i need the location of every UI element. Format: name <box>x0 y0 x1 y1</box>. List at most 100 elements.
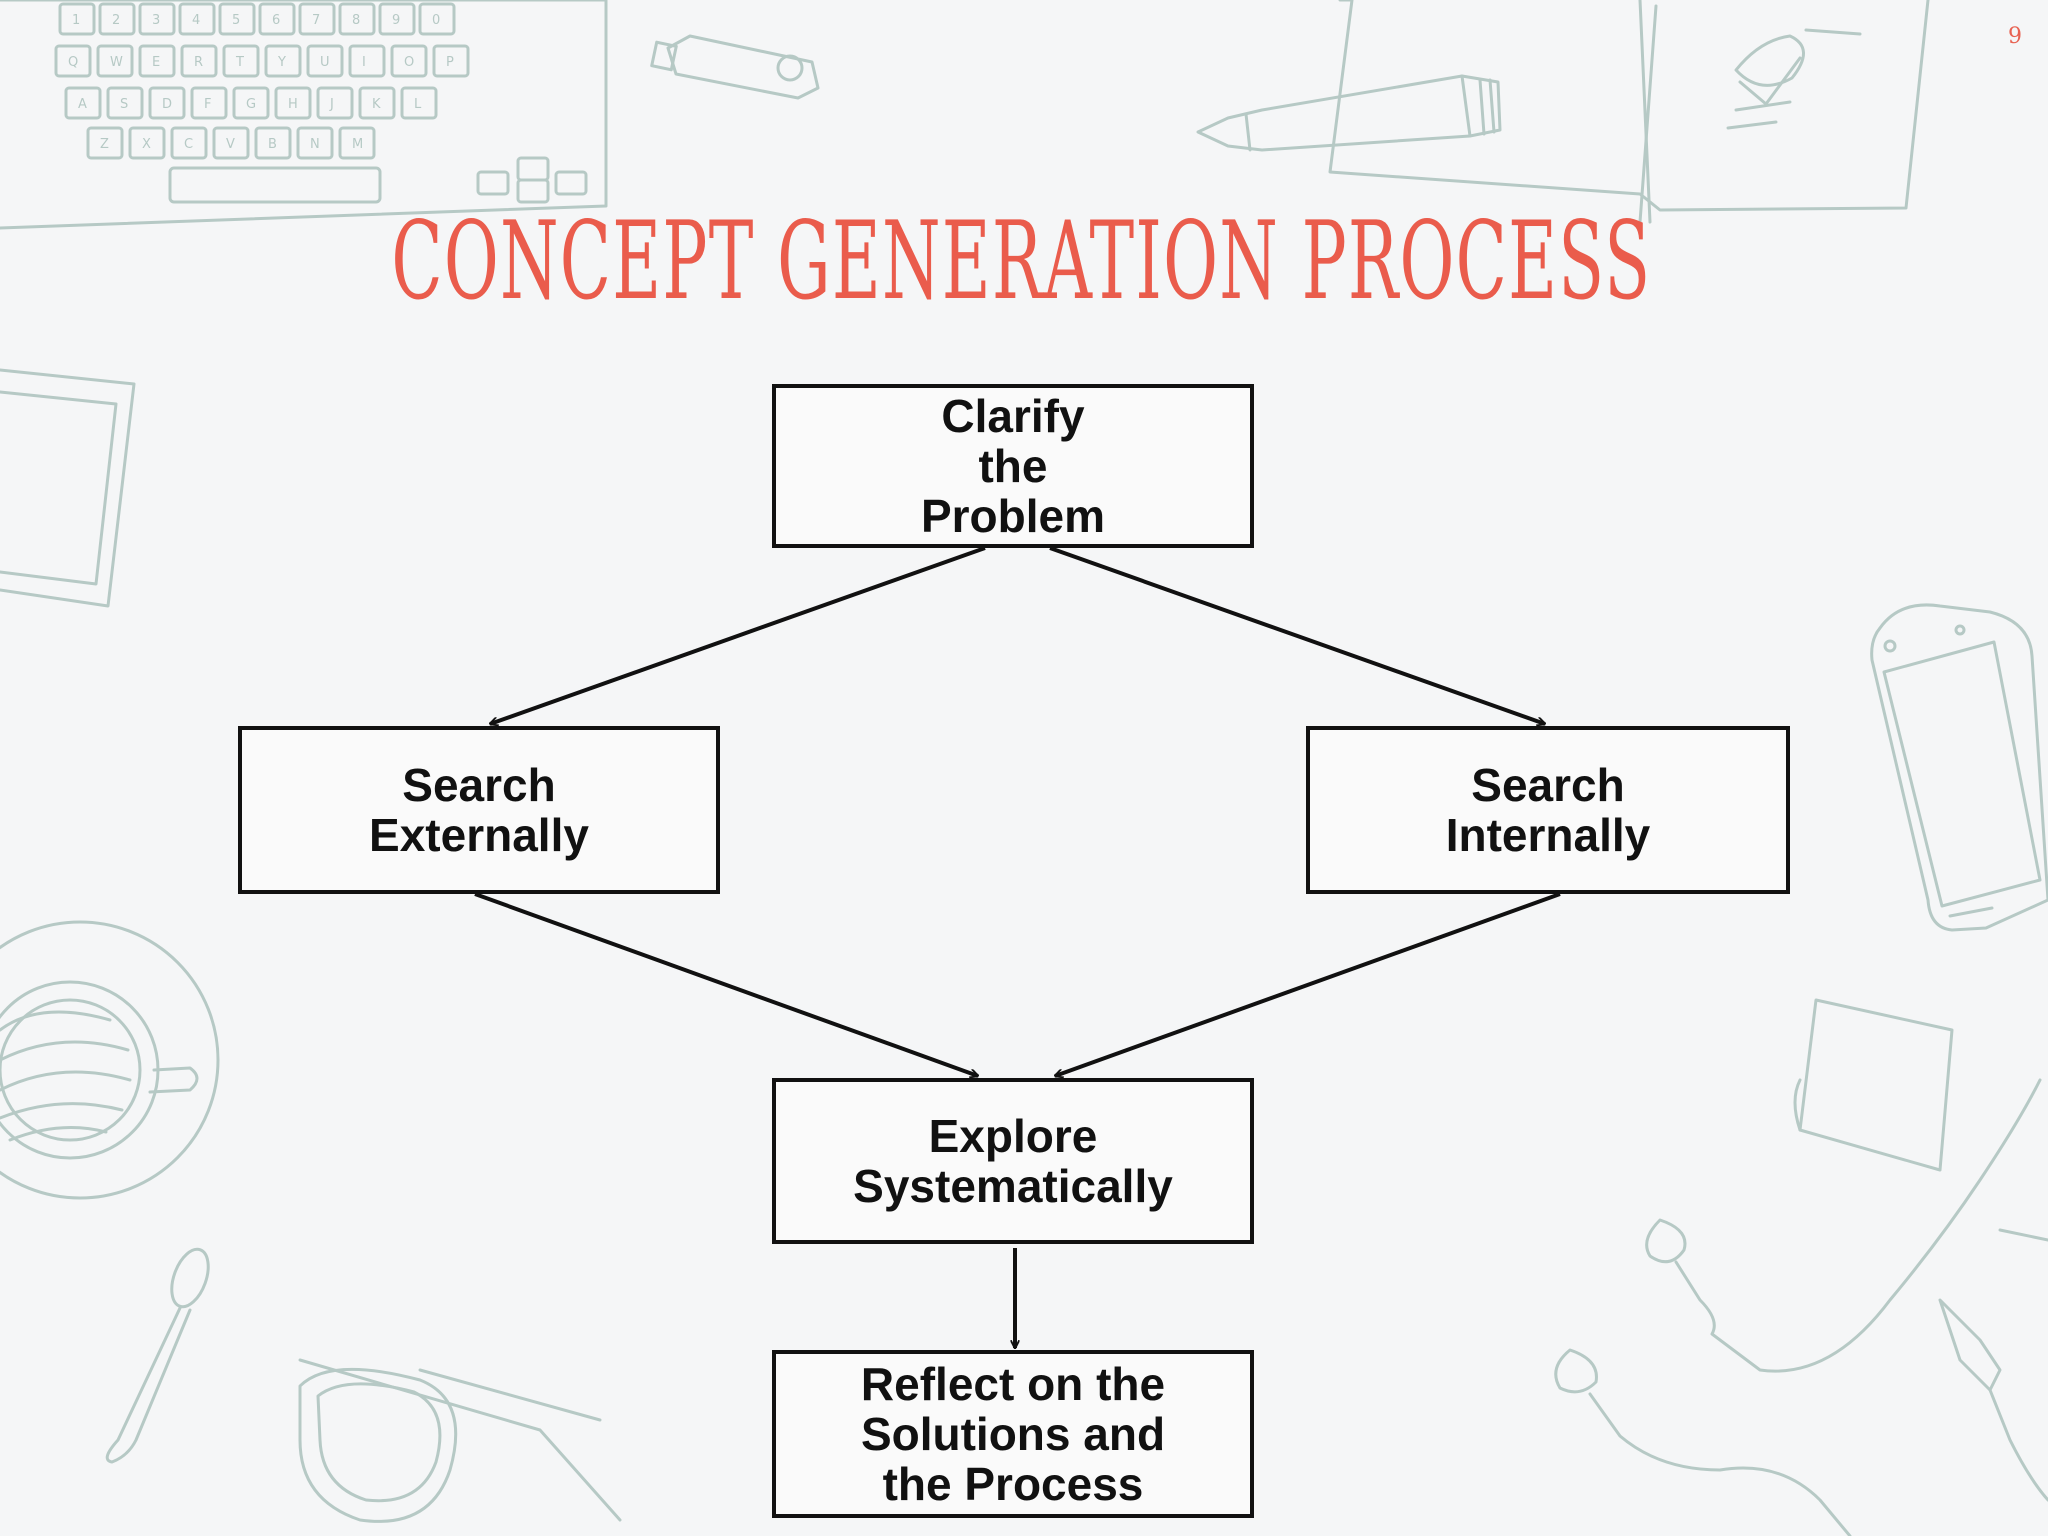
keyboard-key <box>148 86 186 120</box>
keyboard-key <box>264 44 302 78</box>
glasses-sketch <box>298 1358 622 1523</box>
keyboard-key <box>378 2 416 36</box>
keyboard-key-label: P <box>446 55 454 70</box>
keyboard-key-label: X <box>142 137 151 152</box>
keyboard-key-label: 4 <box>192 13 200 28</box>
node-text-line: Search <box>402 759 556 811</box>
keyboard-key <box>54 44 92 78</box>
notebook-sketch <box>1328 0 1930 224</box>
keyboard-key-label: M <box>352 137 363 152</box>
keyboard-key <box>128 126 166 160</box>
keyboard-key-label: F <box>204 97 211 112</box>
keyboard-key-label: A <box>78 97 87 112</box>
keyboard-key-label: N <box>310 137 320 152</box>
keyboard-key <box>86 126 124 160</box>
spoon-sketch <box>105 1247 210 1464</box>
keyboard-key <box>418 2 456 36</box>
keyboard-key <box>190 86 228 120</box>
node-search-internally: Search Internally <box>1306 726 1790 894</box>
keyboard-key <box>358 86 396 120</box>
keyboard-key-label: O <box>404 55 414 70</box>
keyboard-key-label: 1 <box>72 13 80 28</box>
usb-stick-sketch <box>650 34 820 100</box>
keyboard-key <box>296 126 334 160</box>
keyboard-key-label: G <box>246 97 256 112</box>
node-text-line: Systematically <box>853 1160 1173 1212</box>
keyboard-key <box>400 86 438 120</box>
keyboard-key-label: 3 <box>152 13 160 28</box>
keyboard-key <box>348 44 386 78</box>
keyboard-key-label: C <box>184 137 193 152</box>
keyboard-key <box>64 86 102 120</box>
keyboard-key-label: 5 <box>232 13 240 28</box>
arrow-clarify-to-search-external <box>490 546 986 724</box>
pen-sketch <box>1196 74 1502 152</box>
keyboard-key <box>232 86 270 120</box>
arrow-clarify-to-search-internal <box>1049 546 1545 724</box>
slide-title: CONCEPT GENERATION PROCESS <box>391 199 1652 324</box>
sticky-note-sketch <box>1793 998 1954 1172</box>
keyboard-key-label: E <box>152 55 160 70</box>
keyboard-key <box>222 44 260 78</box>
keyboard-key <box>338 2 376 36</box>
keyboard-key-label: Z <box>100 137 109 152</box>
arrow-search-internal-to-explore <box>1055 892 1561 1076</box>
node-text-line: the <box>978 440 1048 492</box>
keyboard-key-label: 9 <box>392 13 400 28</box>
keyboard-key <box>96 44 134 78</box>
keyboard-key-label: U <box>320 55 330 70</box>
node-explore-systematically: Explore Systematically <box>772 1078 1254 1244</box>
keyboard-key <box>170 126 208 160</box>
node-clarify-problem: Clarify the Problem <box>772 384 1254 548</box>
keyboard-key <box>258 2 296 36</box>
keyboard-key-label: 0 <box>432 13 440 28</box>
arrow-search-external-to-explore <box>474 892 978 1076</box>
keyboard-key-label: S <box>120 97 128 112</box>
earphones-sketch <box>1554 1078 2048 1536</box>
node-text-line: Search <box>1471 759 1625 811</box>
keyboard-key-label: R <box>194 55 203 70</box>
keyboard-key <box>178 2 216 36</box>
node-reflect-solutions: Reflect on the Solutions and the Process <box>772 1350 1254 1518</box>
keyboard-key <box>180 44 218 78</box>
node-text-line: Reflect on the <box>860 1358 1166 1410</box>
keyboard-key <box>98 2 136 36</box>
keyboard-key-label: D <box>162 97 172 112</box>
node-text-line: Internally <box>1445 809 1651 861</box>
node-text-line: Solutions and <box>860 1408 1166 1460</box>
keyboard-key <box>316 86 354 120</box>
keyboard-key <box>138 44 176 78</box>
keyboard-key-label: T <box>235 55 244 70</box>
tablet-sketch <box>0 368 136 608</box>
keyboard-key-label: 6 <box>272 13 280 28</box>
keyboard-key-label: H <box>288 97 298 112</box>
node-text-line: Clarify <box>941 390 1085 442</box>
keyboard-key-label: 2 <box>112 13 120 28</box>
node-text-line: Problem <box>920 490 1106 542</box>
keyboard-key-label: Y <box>277 55 286 70</box>
keyboard-key-label: 8 <box>352 13 360 28</box>
keyboard-key <box>338 126 376 160</box>
node-text-line: Explore <box>928 1110 1098 1162</box>
keyboard-key-label: J <box>329 97 334 112</box>
keyboard-key <box>138 2 176 36</box>
keyboard-key-label: B <box>268 137 277 152</box>
keyboard-key <box>218 2 256 36</box>
keyboard-key <box>254 126 292 160</box>
keyboard-key-label: 7 <box>312 13 320 28</box>
keyboard-key <box>274 86 312 120</box>
node-text-line: Externally <box>369 809 589 861</box>
keyboard-key <box>298 2 336 36</box>
node-text-line: the Process <box>882 1458 1144 1510</box>
keyboard-key <box>106 86 144 120</box>
keyboard-key-label: K <box>372 97 381 112</box>
keyboard-key <box>212 126 250 160</box>
keyboard-key-label: L <box>414 97 422 112</box>
coffee-cup-sketch <box>0 920 220 1200</box>
node-search-externally: Search Externally <box>238 726 720 894</box>
keyboard-key <box>390 44 428 78</box>
keyboard-key-label: W <box>110 55 123 70</box>
